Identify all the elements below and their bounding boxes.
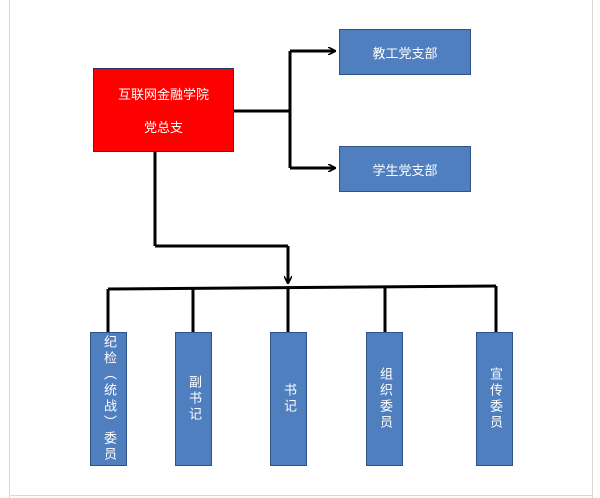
member-node-discipline: 纪检（统战）委员	[90, 332, 127, 466]
member-node-publicity: 宣传委员	[476, 332, 513, 466]
page-edge-bottom	[9, 495, 593, 496]
page-edge-right	[592, 0, 593, 498]
member-node-organization: 组织委员	[366, 332, 403, 466]
branch-node-teacher: 教工党支部	[339, 29, 471, 75]
member-node-secretary: 书记	[270, 332, 307, 466]
member-node-deputy-secretary: 副书记	[175, 332, 212, 466]
member-bus-line	[107, 284, 497, 291]
branch-node-student: 学生党支部	[339, 146, 471, 192]
root-node-party-branch: 互联网金融学院 党总支	[93, 68, 234, 152]
page-edge-left	[9, 0, 10, 498]
root-node-title: 互联网金融学院	[117, 88, 209, 103]
root-node-subtitle: 党总支	[143, 121, 183, 136]
